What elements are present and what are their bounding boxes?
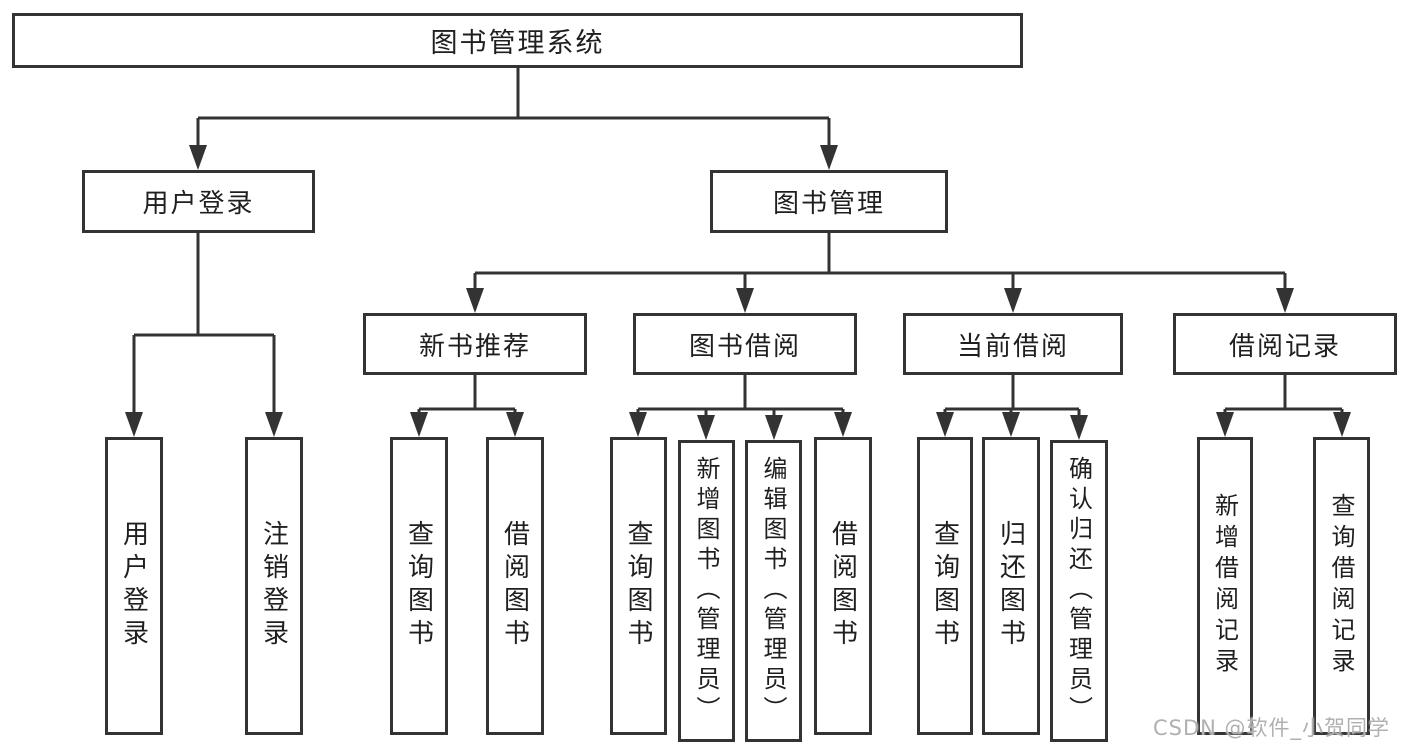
leaf-confirm-return-admin: 确认归还（管理员）	[1050, 440, 1108, 742]
node-library-management-system: 图书管理系统	[12, 13, 1023, 68]
node-label: 图书管理	[772, 189, 885, 219]
node-label: 编辑图书（管理员）	[759, 456, 787, 726]
node-label: 注销登录	[258, 520, 289, 652]
node-user-login: 用户登录	[82, 170, 315, 233]
node-book-borrowing: 图书借阅	[633, 313, 857, 375]
node-label: 归还图书	[995, 520, 1026, 652]
node-label: 查询图书	[623, 520, 653, 652]
csdn-watermark: CSDN @软件_小贺同学	[1153, 716, 1391, 740]
node-label: 新增图书（管理员）	[692, 456, 720, 726]
node-label: 当前借阅	[956, 331, 1069, 362]
leaf-borrow-books-1: 借阅图书	[486, 437, 544, 735]
leaf-return-books: 归还图书	[982, 437, 1040, 735]
leaf-query-borrow-record: 查询借阅记录	[1313, 437, 1370, 735]
leaf-query-books-1: 查询图书	[390, 437, 448, 735]
leaf-query-books-2: 查询图书	[610, 437, 667, 735]
leaf-edit-books-admin: 编辑图书（管理员）	[745, 440, 802, 742]
node-label: 图书借阅	[688, 331, 801, 362]
node-new-book-recommend: 新书推荐	[363, 313, 587, 375]
node-book-management: 图书管理	[710, 170, 948, 233]
node-label: 用户登录	[142, 189, 255, 219]
leaf-user-login: 用户登录	[105, 437, 163, 735]
node-label: 借阅图书	[827, 520, 858, 652]
node-borrowing-records: 借阅记录	[1173, 313, 1397, 375]
leaf-borrow-books-2: 借阅图书	[814, 437, 872, 735]
node-label: 确认归还（管理员）	[1064, 456, 1093, 726]
node-label: 新书推荐	[418, 331, 531, 362]
node-label: 借阅记录	[1228, 331, 1341, 362]
node-current-borrowing: 当前借阅	[903, 313, 1123, 375]
leaf-add-books-admin: 新增图书（管理员）	[678, 440, 735, 742]
node-label: 查询借阅记录	[1327, 493, 1355, 679]
node-label: 图书管理系统	[430, 28, 605, 59]
node-label: 查询图书	[929, 520, 960, 652]
node-label: 借阅图书	[499, 520, 530, 652]
node-label: 新增借阅记录	[1210, 493, 1239, 679]
node-label: 用户登录	[118, 520, 149, 652]
leaf-add-borrow-record: 新增借阅记录	[1197, 437, 1253, 735]
node-label: 查询图书	[403, 520, 434, 652]
leaf-query-books-3: 查询图书	[917, 437, 973, 735]
leaf-logout: 注销登录	[245, 437, 303, 735]
